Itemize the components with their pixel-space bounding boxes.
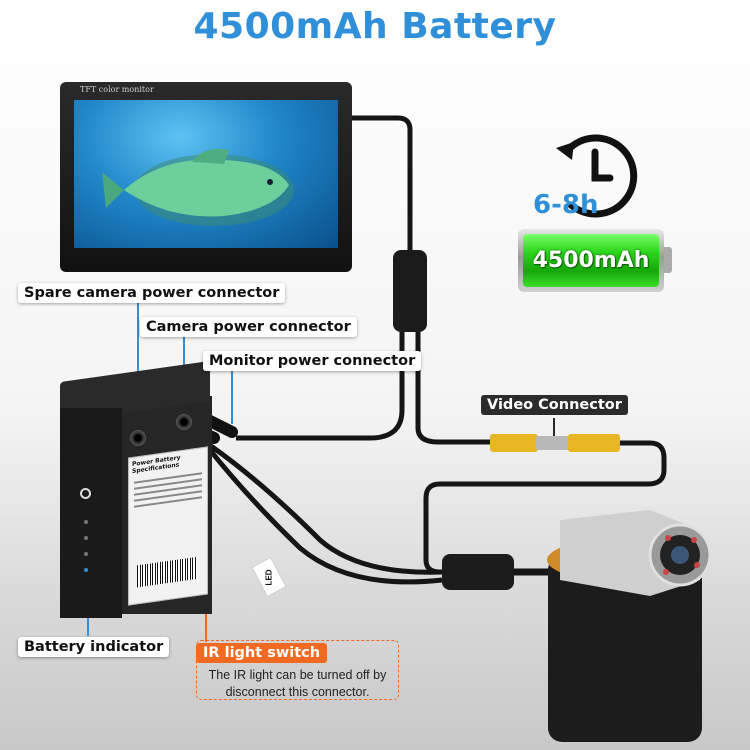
power-button-icon[interactable]: [80, 488, 91, 499]
monitor-power-cable: [236, 332, 405, 441]
ir-callout-box: [196, 640, 399, 700]
battery-led-icon: [84, 536, 88, 540]
battery-capacity-graphic: 4500mAh: [518, 229, 664, 292]
clock-icon: [556, 134, 638, 218]
battery-fill: 4500mAh: [523, 234, 659, 287]
page-title: 4500mAh Battery: [193, 6, 557, 47]
battery-capacity-label: 4500mAh: [532, 248, 650, 273]
label-monitor-power: Monitor power connector: [203, 351, 422, 371]
tft-monitor: TFT color monitor: [60, 82, 352, 272]
camera-port[interactable]: [176, 414, 192, 430]
y-splitter-bottom: [442, 554, 514, 590]
video-cable: [415, 332, 492, 445]
ir-cable: [208, 448, 443, 585]
monitor-cable: [352, 115, 413, 252]
battery-spec-sticker: Power Battery Specifications: [128, 446, 208, 606]
underwater-camera: [547, 510, 712, 742]
barcode: [137, 556, 197, 588]
video-connector-left: [490, 434, 538, 452]
ir-description: The IR light can be turned off by discon…: [208, 668, 387, 699]
label-ir-light-switch: IR light switch: [196, 643, 328, 663]
fish-image: [102, 148, 294, 226]
monitor-brand: TFT color monitor: [80, 85, 154, 94]
battery-led-icon: [84, 568, 88, 572]
battery-led-icon: [84, 552, 88, 556]
label-camera-power: Camera power connector: [140, 317, 357, 337]
spare-camera-port[interactable]: [130, 430, 146, 446]
battery-led-icon: [84, 520, 88, 524]
video-connector-right: [568, 434, 620, 452]
label-spare-camera-power: Spare camera power connector: [18, 283, 286, 303]
battery-tip: [664, 247, 672, 273]
y-splitter-top: [393, 250, 427, 332]
label-video-connector: Video Connector: [481, 395, 628, 415]
runtime-hours: 6-8h: [533, 190, 599, 220]
label-battery-indicator: Battery indicator: [18, 637, 170, 657]
monitor-screen: [74, 100, 338, 248]
camera-power-cable: [188, 429, 443, 575]
